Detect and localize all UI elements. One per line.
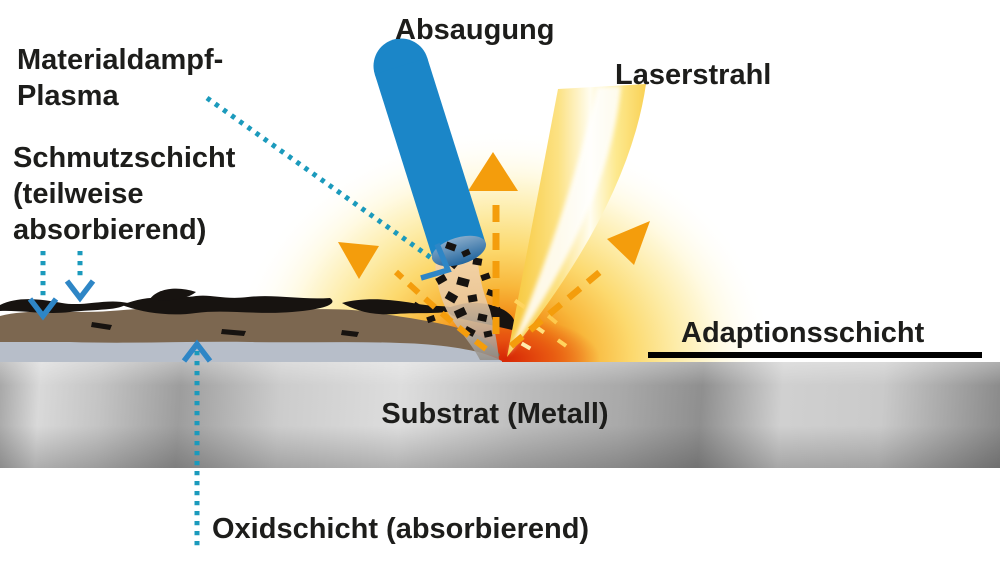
label-schmutzschicht-line1: Schmutzschicht (13, 142, 236, 174)
laser-beam-center (508, 86, 621, 355)
emission-arrow-left-head (338, 242, 379, 279)
tube-mouth-debris (444, 241, 471, 258)
label-materialdampf-line1: Materialdampf- (17, 44, 224, 76)
leader-arrowheads (27, 242, 452, 363)
label-absaugung: Absaugung (395, 14, 555, 46)
label-materialdampf-plasma: Materialdampf- Plasma (17, 42, 223, 114)
label-oxidschicht: Oxidschicht (absorbierend) (212, 513, 590, 545)
emission-arrow-right-stem (508, 268, 604, 349)
substrate-sheen-overlay (0, 362, 1000, 468)
suction-tube (374, 57, 486, 259)
emission-arrows (393, 204, 604, 352)
label-adaptionsschicht: Adaptionsschicht (681, 317, 925, 349)
label-schmutzschicht: Schmutzschicht (teilweise absorbierend) (13, 140, 235, 248)
label-laserstrahl: Laserstrahl (615, 59, 772, 91)
dirt-layer-brown (0, 306, 500, 357)
leader-dirt-2-arrowhead (64, 279, 96, 303)
emission-arrow-up-head (468, 152, 518, 191)
leader-dirt-1-arrowhead (27, 297, 59, 321)
label-materialdampf-line2: Plasma (17, 80, 119, 112)
leader-lines (40, 95, 436, 547)
adaption-layer-line (648, 352, 982, 358)
leader-plasma-arrowhead (420, 242, 452, 281)
spark-particles (513, 298, 568, 351)
emission-arrow-right-head (607, 221, 650, 265)
emission-arrow-left-stem (393, 269, 488, 352)
label-schmutzschicht-line2: (teilweise (13, 178, 144, 210)
leader-plasma (205, 95, 436, 263)
vapor-plume (435, 240, 499, 360)
label-substrat: Substrat (Metall) (381, 398, 609, 430)
leader-oxide-arrowhead (181, 339, 213, 363)
label-schmutzschicht-line3: absorbierend) (13, 214, 207, 246)
